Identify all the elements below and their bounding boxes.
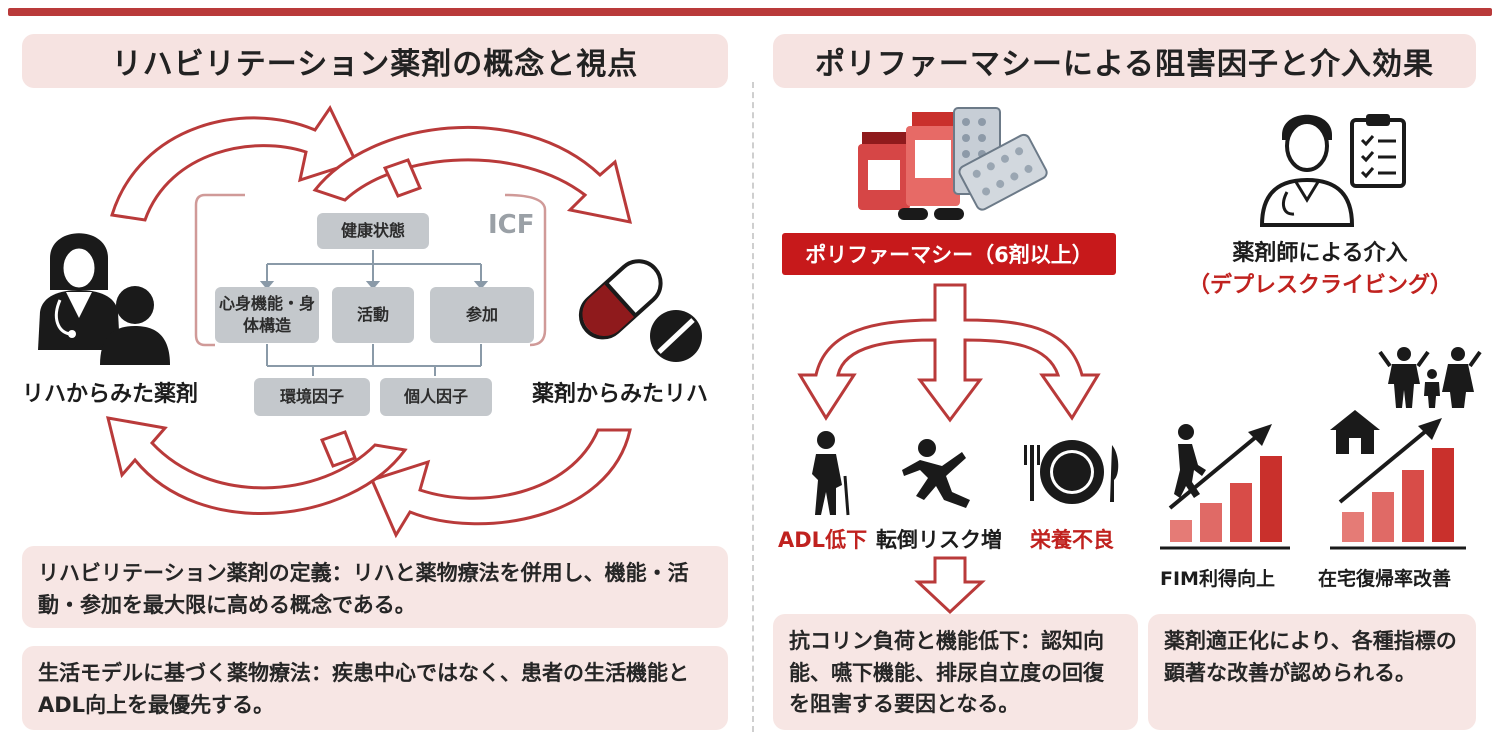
clipboard-icon	[1350, 114, 1406, 188]
icf-label: ICF	[488, 210, 535, 240]
icf-frame	[194, 193, 547, 347]
icf-health-condition: 健康状態	[317, 213, 429, 249]
effect-adl-decline: ADL低下	[778, 528, 868, 552]
doctor-icon	[38, 233, 120, 350]
panel-divider	[752, 82, 754, 732]
house-icon	[1330, 410, 1380, 454]
falling-person-icon	[902, 439, 970, 508]
home-chart-icon	[1330, 418, 1466, 550]
icf-activity: 活動	[332, 287, 414, 343]
rehab-view-label: リハからみた薬剤	[22, 382, 199, 407]
metric-home-discharge: 在宅復帰率改善	[1318, 568, 1452, 590]
polypharmacy-badge: ポリファーマシー（6剤以上）	[782, 233, 1116, 275]
icf-environment: 環境因子	[254, 378, 370, 416]
effect-fall-risk: 転倒リスク増	[876, 528, 1002, 552]
elderly-cane-icon	[812, 431, 850, 516]
pharmacist-intervention-label: 薬剤師による介入 （デプレスクライビング）	[1170, 238, 1470, 302]
pharmacist-line1: 薬剤師による介入	[1232, 241, 1408, 266]
life-model-box: 生活モデルに基づく薬物療法：疾患中心ではなく、患者の生活機能とADL向上を最優先…	[22, 646, 728, 730]
improvement-box: 薬剤適正化により、各種指標の顕著な改善が認められる。	[1148, 614, 1476, 730]
fim-chart-icon	[1160, 424, 1290, 550]
right-panel-title: ポリファーマシーによる阻害因子と介入効果	[773, 34, 1476, 88]
tablet-icon	[650, 310, 702, 362]
medicine-bottles-icon	[858, 107, 1048, 220]
metric-fim-gain: FIM利得向上	[1160, 568, 1275, 590]
anticholinergic-box: 抗コリン負荷と機能低下：認知向能、嚥下機能、排尿自立度の回復を阻害する要因となる…	[773, 614, 1138, 730]
family-icon	[1378, 347, 1482, 408]
definition-box: リハビリテーション薬剤の定義：リハと薬物療法を併用し、機能・活動・参加を最大限に…	[22, 546, 728, 628]
plate-cutlery-icon	[1024, 440, 1119, 504]
pharmacist-icon	[1259, 114, 1355, 227]
stairs-climb-icon	[1174, 424, 1206, 498]
left-panel-title: リハビリテーション薬剤の概念と視点	[22, 34, 728, 88]
icf-personal: 個人因子	[380, 378, 492, 416]
icf-body-function: 心身機能・身体構造	[215, 287, 319, 343]
icf-connectors	[259, 250, 489, 376]
patient-icon	[100, 286, 170, 365]
cycle-arrows	[105, 105, 633, 539]
drug-view-label: 薬剤からみたリハ	[532, 382, 709, 407]
capsule-icon	[578, 259, 663, 340]
icf-participation: 参加	[430, 287, 534, 343]
effect-malnutrition: 栄養不良	[1030, 528, 1114, 552]
top-accent-bar	[8, 8, 1492, 16]
branch-arrows	[797, 283, 1101, 615]
pharmacist-line2: （デプレスクライビング）	[1187, 272, 1452, 298]
